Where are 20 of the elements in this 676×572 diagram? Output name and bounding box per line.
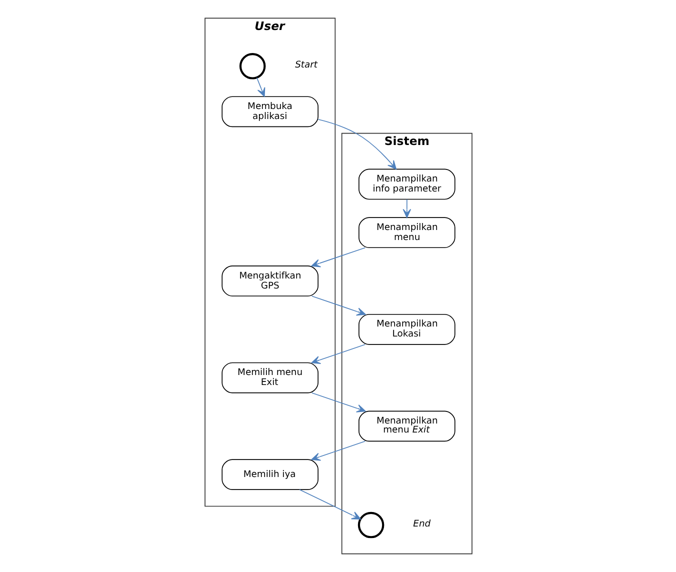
node-box: Memilih menu Exit bbox=[221, 362, 318, 394]
arrow bbox=[256, 77, 265, 97]
arrow bbox=[310, 440, 366, 461]
arrow bbox=[310, 392, 366, 412]
arrow bbox=[402, 198, 411, 218]
node-circle bbox=[238, 53, 266, 80]
node-box: Mengaktifkan GPS bbox=[221, 266, 318, 296]
node-box: Membuka aplikasi bbox=[221, 96, 318, 128]
arrow bbox=[310, 247, 366, 268]
node-box: Menampilkan Lokasi bbox=[358, 314, 455, 345]
arrow bbox=[317, 118, 396, 170]
node-box: Menampilkan menu bbox=[358, 217, 455, 248]
node-box: Menampilkan info parameter bbox=[358, 168, 455, 200]
node-label: End bbox=[412, 518, 430, 530]
node-box: Menampilkan menu Exit bbox=[358, 410, 455, 442]
node-circle bbox=[357, 512, 384, 538]
node-label: Start bbox=[294, 60, 317, 71]
node-box: Memilih iya bbox=[221, 459, 318, 490]
arrow bbox=[310, 344, 366, 364]
arrow bbox=[310, 296, 366, 316]
